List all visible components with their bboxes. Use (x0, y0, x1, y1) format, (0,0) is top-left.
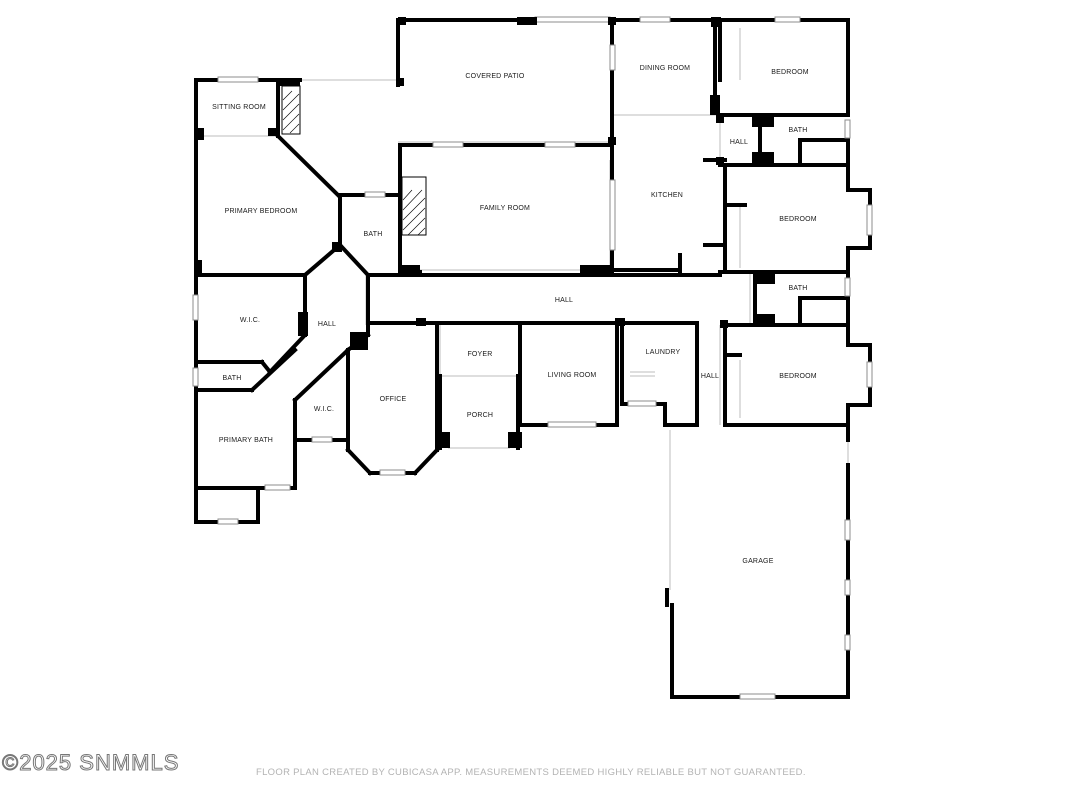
label-foyer: FOYER (467, 351, 492, 358)
label-wic-1: W.I.C. (240, 317, 260, 324)
fireplace-family-room (401, 176, 427, 236)
room-labels: COVERED PATIO DINING ROOM BEDROOM SITTIN… (212, 65, 817, 565)
label-bedroom-3: BEDROOM (779, 373, 817, 380)
label-family-room: FAMILY ROOM (480, 205, 530, 212)
label-dining-room: DINING ROOM (640, 65, 690, 72)
label-bath-1: BATH (789, 127, 808, 134)
footer-disclaimer: FLOOR PLAN CREATED BY CUBICASA APP. MEAS… (256, 767, 806, 778)
label-bath-4: BATH (223, 375, 242, 382)
label-garage: GARAGE (742, 558, 773, 565)
label-porch: PORCH (467, 412, 493, 419)
label-wic-2: W.I.C. (314, 406, 334, 413)
label-hall-main: HALL (555, 297, 573, 304)
label-bath-2: BATH (364, 231, 383, 238)
label-primary-bedroom: PRIMARY BEDROOM (225, 208, 298, 215)
label-bedroom-2: BEDROOM (779, 216, 817, 223)
label-bedroom-1: BEDROOM (771, 69, 809, 76)
label-living-room: LIVING ROOM (548, 372, 597, 379)
label-bath-3: BATH (789, 285, 808, 292)
label-hall-2: HALL (318, 321, 336, 328)
label-covered-patio: COVERED PATIO (465, 73, 524, 80)
label-primary-bath: PRIMARY BATH (219, 437, 273, 444)
fireplace-sitting-room (281, 85, 301, 135)
copyright-watermark: ©2025 SNMMLS (1, 750, 180, 776)
label-sitting-room: SITTING ROOM (212, 104, 266, 111)
label-office: OFFICE (380, 396, 407, 403)
label-kitchen: KITCHEN (651, 192, 683, 199)
windows (192, 16, 873, 700)
wall-pillars (194, 17, 775, 448)
label-hall-1: HALL (730, 139, 748, 146)
label-hall-3: HALL (701, 373, 719, 380)
label-laundry: LAUNDRY (646, 349, 681, 356)
